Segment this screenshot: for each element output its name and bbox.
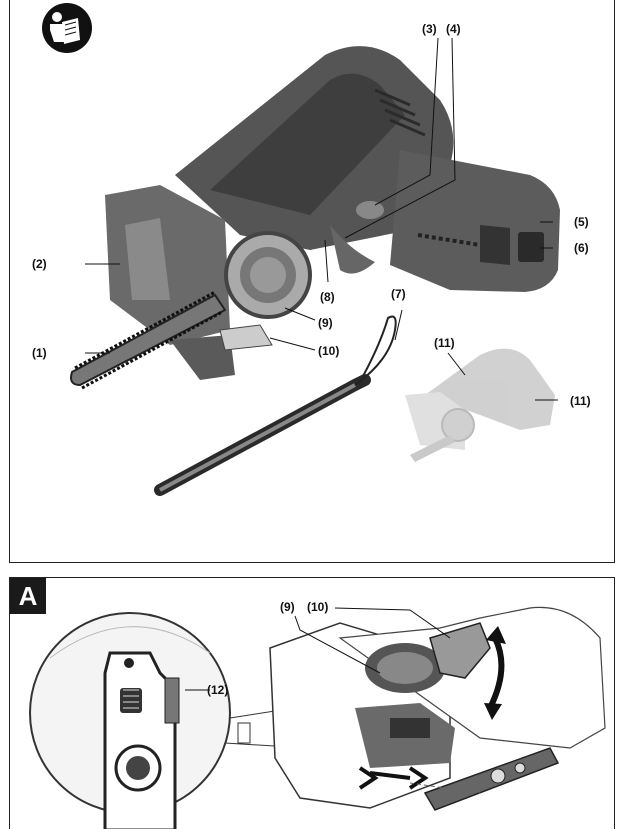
callout-6: (6) xyxy=(574,241,589,255)
ghost-tool xyxy=(405,348,555,462)
callout-2: (2) xyxy=(32,257,47,271)
leader-lines xyxy=(85,37,558,401)
figure-a-label: A xyxy=(10,578,46,614)
callout-11-top: (11) xyxy=(434,336,455,350)
callout-a-12: (12) xyxy=(207,683,229,697)
callout-a-10: (10) xyxy=(307,600,329,614)
callout-a-9: (9) xyxy=(280,600,295,614)
figure-a-panel: A xyxy=(9,577,615,829)
detail-zoom-circle xyxy=(29,612,231,829)
callout-1: (1) xyxy=(32,346,47,360)
tool-illustration xyxy=(42,3,560,496)
callout-5: (5) xyxy=(574,215,589,229)
saw-head-detail xyxy=(269,606,606,811)
callout-4: (4) xyxy=(446,22,461,36)
leader-lines-a xyxy=(185,607,451,691)
callout-11-right: (11) xyxy=(570,394,591,408)
callout-8: (8) xyxy=(320,290,335,304)
wrist-strap xyxy=(154,315,397,496)
tool-body xyxy=(175,46,560,292)
read-manual-icon xyxy=(42,3,92,53)
callout-10: (10) xyxy=(318,344,340,358)
zoom-source-marker xyxy=(237,722,251,744)
figure-overview-panel: (1) (2) (3) (4) (5) (6) (7) (8) (9) (10)… xyxy=(9,0,615,563)
callout-7: (7) xyxy=(391,287,406,301)
callout-3: (3) xyxy=(422,22,437,36)
figure-a-illustration xyxy=(29,606,606,829)
callout-9: (9) xyxy=(318,316,333,330)
release-knob xyxy=(219,231,312,351)
chain-blade xyxy=(70,290,227,390)
